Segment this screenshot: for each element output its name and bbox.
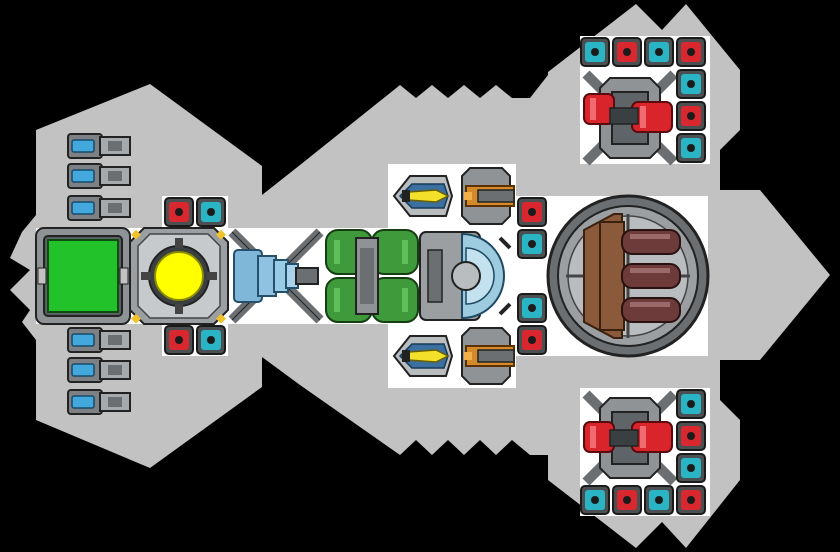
reactor-core-icon (129, 227, 229, 325)
side-thruster-icon (67, 327, 131, 415)
railgun-bottom[interactable] (461, 327, 515, 385)
cargo-hold[interactable] (546, 194, 710, 358)
red-connector-icon (517, 197, 547, 227)
red-connector-icon (164, 325, 194, 355)
shield-generator-icon (35, 227, 131, 325)
cyan-connector-icon (676, 389, 706, 419)
railgun-icon (461, 327, 515, 385)
cyan-connector-icon (676, 69, 706, 99)
turret-top[interactable] (582, 70, 678, 166)
missile-launcher-top[interactable] (392, 175, 454, 217)
missile-launcher-bottom[interactable] (392, 335, 454, 377)
red-connector-icon (164, 197, 194, 227)
railgun-top[interactable] (461, 167, 515, 225)
ion-thruster-icon (228, 228, 324, 324)
shield-generator[interactable] (35, 227, 131, 325)
thrusters-top[interactable] (67, 133, 131, 221)
red-connector-icon (612, 485, 642, 515)
red-connector-icon (676, 37, 706, 67)
missile-launcher-icon (392, 175, 454, 217)
fuel-tanks[interactable] (325, 229, 419, 323)
ion-engine[interactable] (228, 228, 324, 324)
railgun-icon (461, 167, 515, 225)
fuel-tank-icon (325, 229, 419, 323)
cyan-connector-icon (676, 133, 706, 163)
missile-launcher-icon (392, 335, 454, 377)
cyan-connector-icon (196, 197, 226, 227)
twin-cannon-turret-icon (582, 70, 678, 166)
red-connector-icon (612, 37, 642, 67)
red-connector-icon (676, 101, 706, 131)
connector-blocks (164, 37, 706, 515)
cyan-connector-icon (580, 37, 610, 67)
reactor-core[interactable] (129, 227, 229, 325)
cockpit[interactable] (419, 231, 512, 321)
turret-bottom[interactable] (582, 390, 678, 486)
cargo-hold-icon (546, 194, 710, 358)
cyan-connector-icon (644, 485, 674, 515)
side-thruster-icon (67, 133, 131, 221)
cyan-connector-icon (580, 485, 610, 515)
cyan-connector-icon (676, 453, 706, 483)
red-connector-icon (676, 421, 706, 451)
cyan-connector-icon (196, 325, 226, 355)
red-connector-icon (517, 325, 547, 355)
cyan-connector-icon (517, 229, 547, 259)
cockpit-icon (419, 231, 512, 321)
cyan-connector-icon (517, 293, 547, 323)
red-connector-icon (676, 485, 706, 515)
thrusters-bottom[interactable] (67, 327, 131, 415)
twin-cannon-turret-icon (582, 390, 678, 486)
cyan-connector-icon (644, 37, 674, 67)
